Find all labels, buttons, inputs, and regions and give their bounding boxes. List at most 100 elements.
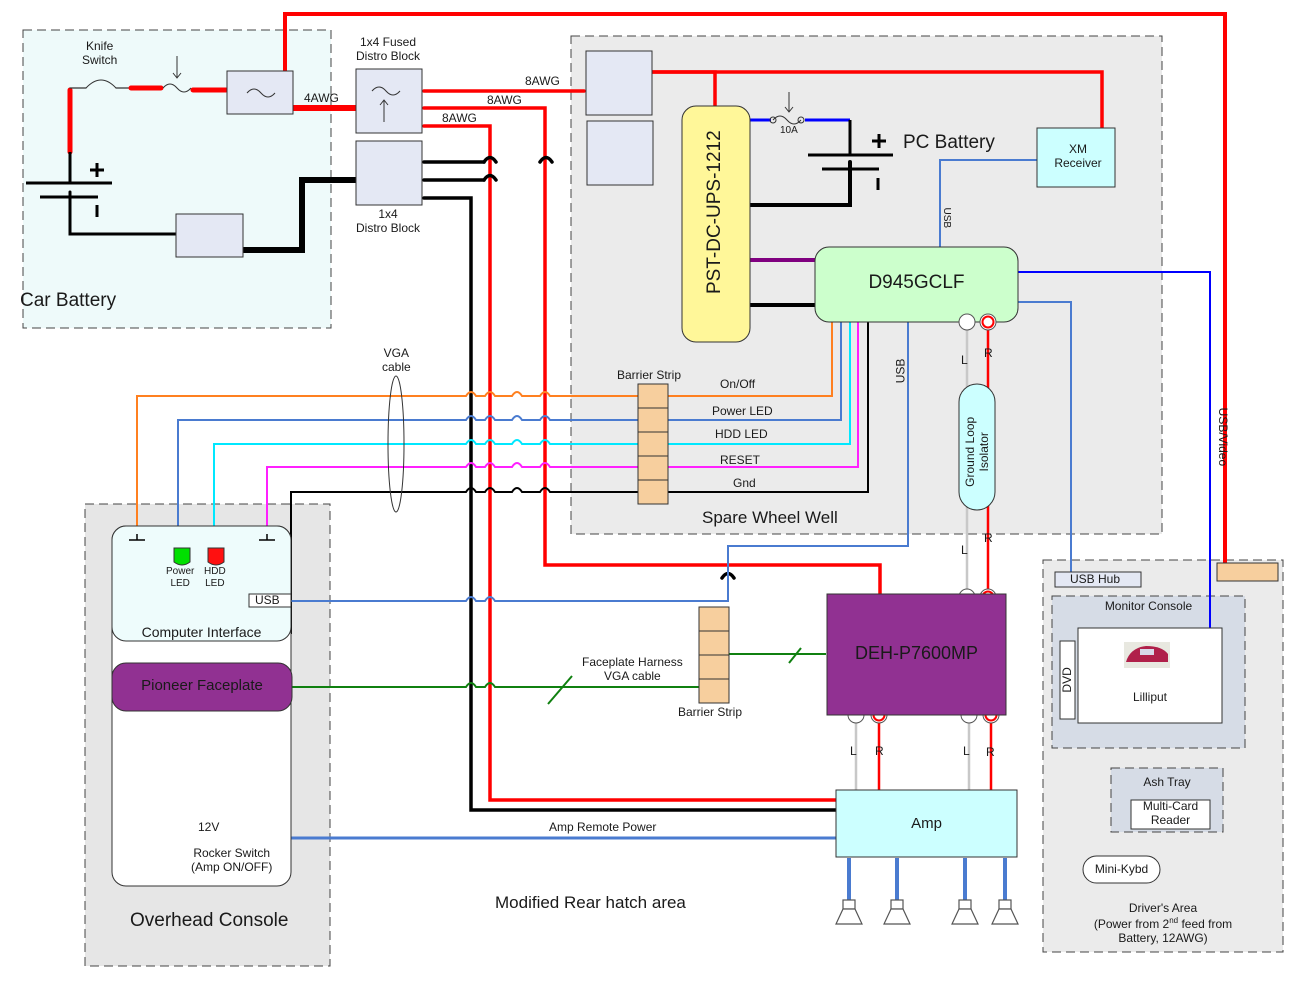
motherboard-label: D945GCLF — [868, 272, 965, 293]
computer-interface-label: Computer Interface — [141, 624, 262, 640]
audio-left-label: L — [961, 353, 968, 367]
hdd-led-wire — [213, 322, 851, 537]
on-off-label: On/Off — [720, 377, 756, 391]
usb-hub-label: USB Hub — [1070, 572, 1121, 586]
usb-interface-wire — [290, 322, 909, 602]
head-unit-label: DEH-P7600MP — [854, 643, 979, 663]
pc-battery-symbol — [808, 120, 893, 205]
barrier-strip-top — [637, 383, 669, 505]
vga-cable-bundle — [387, 375, 405, 513]
speakers — [835, 899, 1019, 925]
barrier-strip-top-label: Barrier Strip — [617, 368, 682, 382]
barrier-strip-bottom — [698, 606, 730, 704]
rear-hatch-title: Modified Rear hatch area — [495, 893, 686, 912]
spare-block-to-ups-feed — [646, 70, 717, 106]
rocker-switch-label: Rocker Switch(Amp ON/OFF) — [191, 846, 273, 874]
awg4-label: 4AWG — [304, 91, 339, 105]
usb-hub-wire — [1018, 301, 1072, 574]
xm-receiver-box — [1036, 127, 1116, 188]
monitor-console-label: Monitor Console — [1104, 599, 1193, 613]
awg8-label-b: 8AWG — [487, 93, 522, 107]
spare-distro-block-bottom — [586, 120, 654, 186]
amp-box — [835, 789, 1018, 858]
signal-wires — [136, 159, 1211, 705]
usb-iface-label: USB — [893, 358, 908, 384]
pc-battery-label: PC Battery — [903, 132, 995, 153]
audio-right-label-2: R — [984, 531, 993, 545]
speaker-icon — [951, 899, 979, 925]
power-led-icon — [173, 547, 191, 566]
inline-fuse-icon — [162, 56, 192, 93]
usb-xm-label: USB — [941, 207, 953, 229]
usb-hub-box — [1054, 571, 1142, 588]
power-led-wire — [177, 322, 842, 537]
pc-battery-fuse-link — [750, 92, 850, 125]
gnd-label: Gnd — [733, 476, 756, 490]
power-led-wire-label: Power LED — [712, 404, 773, 418]
ground-block — [175, 213, 244, 258]
awg8-label-c: 8AWG — [442, 111, 477, 125]
amp-right-label-2: R — [986, 745, 995, 759]
speaker-wires — [847, 858, 1007, 900]
dvd-label: DVD — [1060, 667, 1075, 693]
overhead-console-title: Overhead Console — [130, 910, 289, 931]
reset-label: RESET — [720, 453, 761, 467]
amp-label: Amp — [911, 815, 942, 832]
computer-interface-box — [111, 525, 292, 642]
usb-port — [248, 593, 292, 608]
drivers-barrier-strip — [1216, 562, 1279, 582]
car-image — [1124, 642, 1170, 668]
rocker-voltage-label: 12V — [198, 820, 220, 834]
mini-keyboard-box — [1082, 855, 1161, 884]
feed-to-drivers-area — [283, 12, 1227, 568]
pioneer-faceplate-label: Pioneer Faceplate — [141, 677, 263, 694]
knife-switch-icon — [85, 79, 117, 89]
speaker-icon — [991, 899, 1019, 925]
hdd-led-icon — [207, 547, 225, 566]
card-reader-box — [1130, 799, 1211, 830]
motherboard-box — [814, 246, 1019, 323]
distro-block — [355, 140, 423, 206]
on-off-button-icon — [129, 534, 145, 541]
amp-left-label-1: L — [850, 744, 857, 758]
hdd-led-wire-label: HDD LED — [715, 427, 768, 441]
car-battery-symbol — [26, 152, 112, 234]
faceplate-harness-wire — [292, 682, 700, 688]
spare-distro-block-top — [585, 50, 653, 116]
speaker-icon — [883, 899, 911, 925]
car-battery-title: Car Battery — [20, 290, 117, 311]
reset-wire — [266, 322, 859, 537]
mini-kybd-label: Mini-Kybd — [1094, 862, 1149, 876]
8awg-to-amp — [422, 106, 882, 596]
dvd-drive — [1059, 640, 1076, 720]
gnd-wire — [290, 322, 869, 634]
usb-port-label: USB — [255, 593, 280, 607]
fuse-rating-label: 10A — [780, 125, 798, 136]
awg8-label-a: 8AWG — [525, 74, 560, 88]
barrier-strip-bottom-label: Barrier Strip — [678, 705, 743, 719]
ground-loop-isolator-box — [958, 383, 996, 511]
amp-remote-label: Amp Remote Power — [549, 820, 657, 834]
fused-distro-block — [355, 68, 423, 134]
audio-left-label-2: L — [961, 543, 968, 557]
pioneer-faceplate-box — [111, 662, 293, 712]
amp-left-label-2: L — [963, 744, 970, 758]
lilliput-label: Lilliput — [1132, 690, 1168, 704]
spare-wheel-well-title: Spare Wheel Well — [702, 508, 838, 527]
head-unit-box — [826, 593, 1007, 716]
audio-right-label: R — [984, 346, 993, 360]
spare-block-to-ups — [643, 70, 1104, 130]
usb-video-wire — [1018, 271, 1211, 628]
ash-tray-label: Ash Tray — [1143, 775, 1191, 789]
